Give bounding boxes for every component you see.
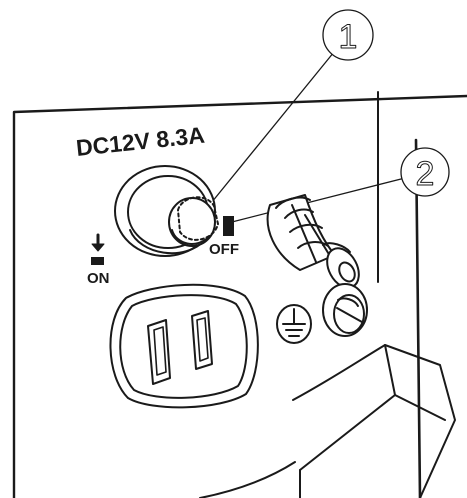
callout-1: 1: [322, 9, 374, 61]
off-label: OFF: [209, 241, 239, 258]
rating-label: DC12V 8.3A: [75, 122, 206, 161]
outlet-slot-right: [191, 310, 213, 370]
ground-icon: [276, 304, 312, 344]
outlet-slot-left: [147, 319, 171, 385]
ground-terminal: [322, 283, 368, 337]
panel-outline: [12, 91, 467, 498]
ac-outlet: [109, 283, 259, 409]
callout-2-number: 2: [416, 155, 435, 193]
off-position-mark: [223, 216, 234, 236]
off-indicator: OFF: [209, 216, 239, 258]
arrow-down-icon: [91, 233, 105, 252]
callout-leaders: [202, 51, 406, 224]
on-indicator: ON: [87, 233, 110, 287]
on-position-mark: [91, 257, 104, 265]
on-label: ON: [87, 270, 110, 287]
callout-2: 2: [400, 147, 450, 197]
callout-1-number: 1: [339, 18, 358, 56]
breaker-button-outline: [177, 196, 219, 241]
circuit-breaker: [114, 165, 219, 257]
dc-output-terminal: [266, 194, 360, 289]
